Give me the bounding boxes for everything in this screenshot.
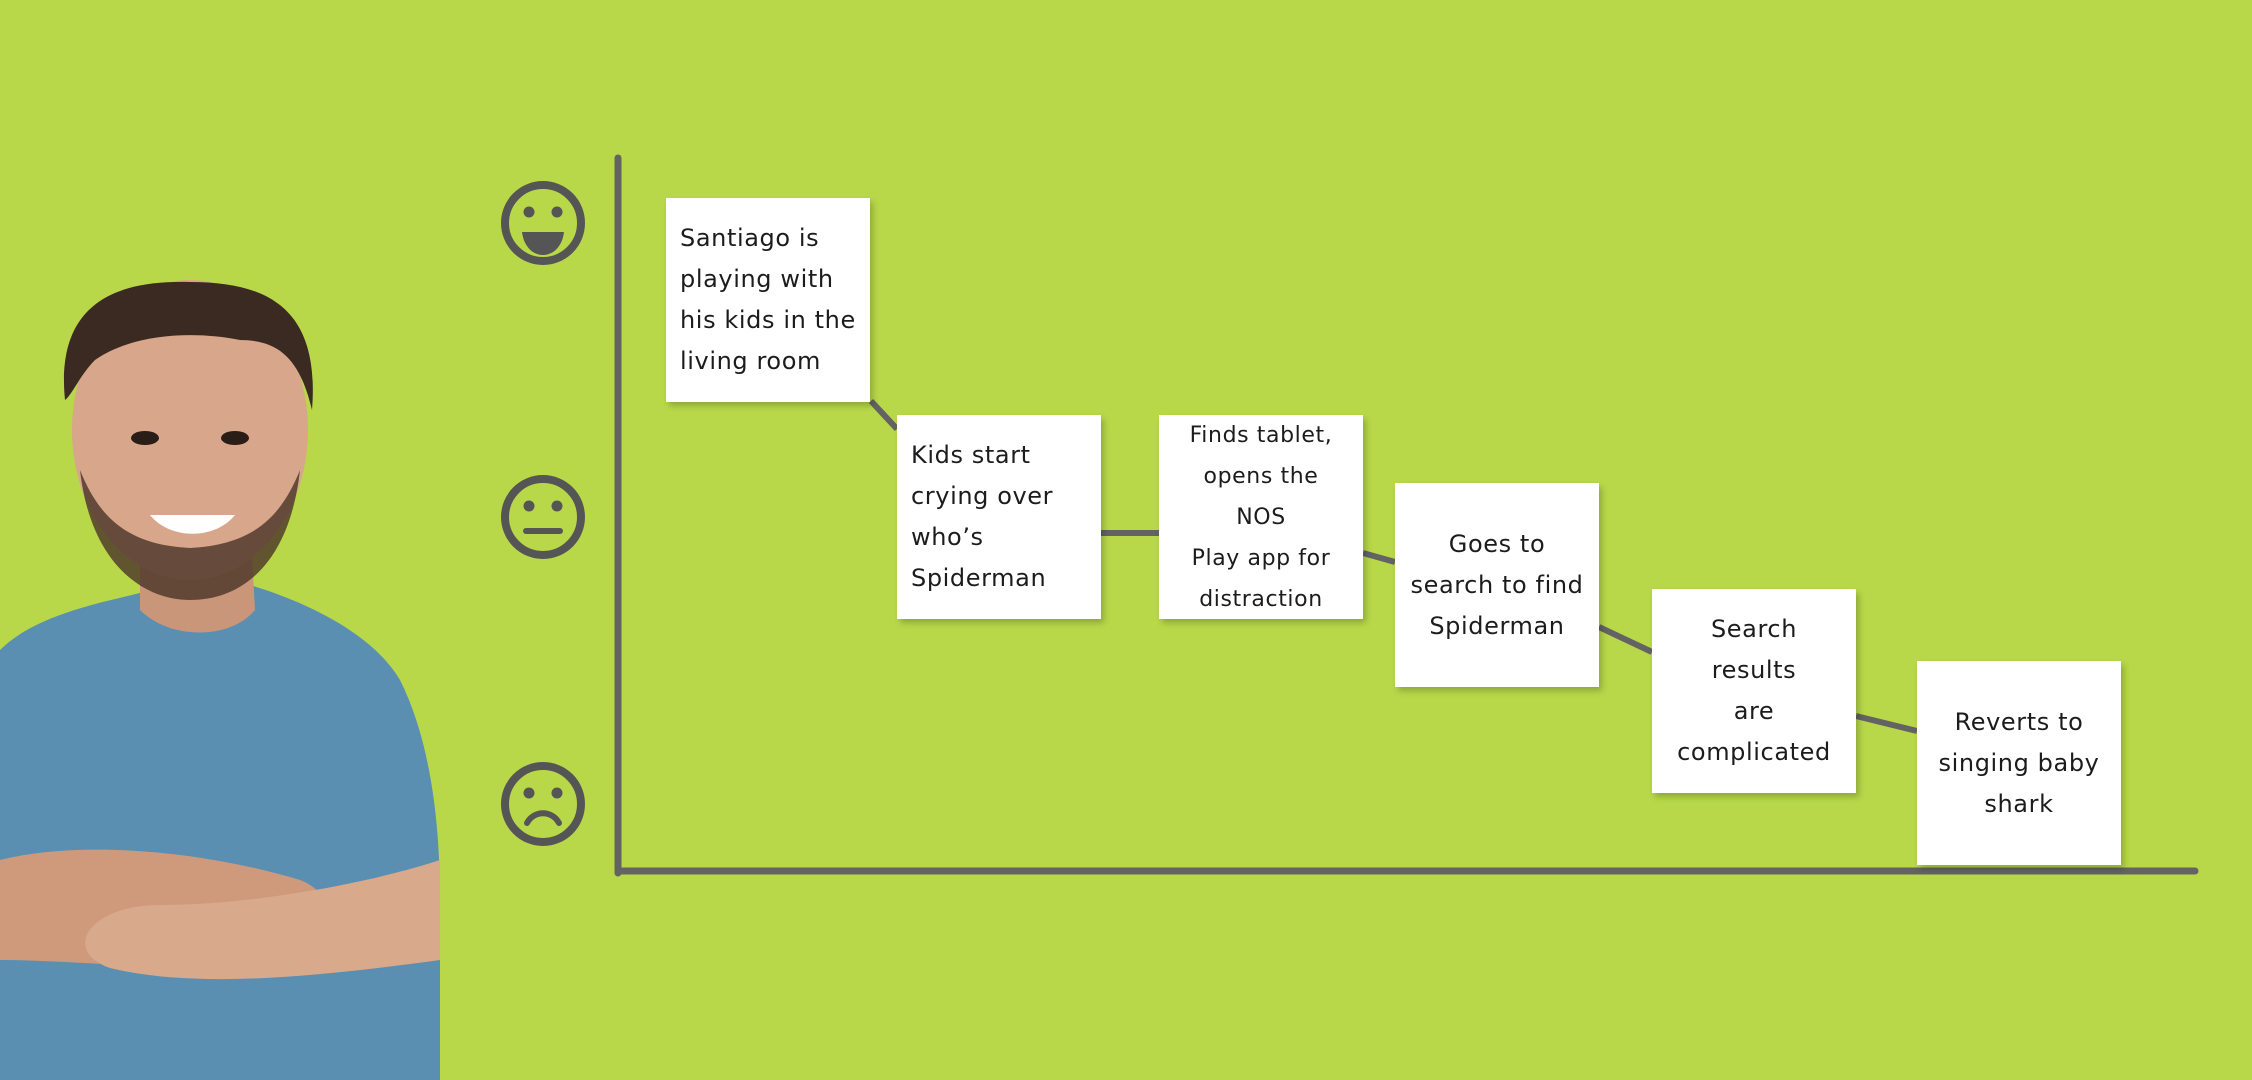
- journey-step-1: Santiago is playing with his kids in the…: [666, 198, 870, 402]
- connector-1: [868, 398, 900, 432]
- journey-step-3: Finds tablet, opens the NOS Play app for…: [1159, 415, 1363, 619]
- person-head: [72, 280, 308, 580]
- journey-step-6-text: Reverts to singing baby shark: [1938, 707, 2100, 818]
- journey-step-6: Reverts to singing baby shark: [1917, 661, 2121, 865]
- person-arm-right: [85, 860, 441, 980]
- frowning-face-icon: [501, 762, 585, 846]
- journey-step-5-text: Search results are complicated: [1677, 615, 1831, 766]
- person-beard: [80, 470, 300, 600]
- journey-step-2-text: Kids start crying over who’s Spiderman: [911, 441, 1054, 592]
- connector-4: [1597, 624, 1654, 655]
- person-illustration: [0, 280, 441, 1080]
- journey-step-4-text: Goes to search to find Spiderman: [1410, 529, 1584, 640]
- journey-step-5: Search results are complicated: [1652, 589, 1856, 793]
- person-hair: [63, 281, 313, 410]
- neutral-face-icon: [501, 475, 585, 559]
- connector-5: [1855, 713, 1918, 734]
- journey-step-1-text: Santiago is playing with his kids in the…: [680, 224, 856, 375]
- person-smile: [150, 515, 235, 534]
- connector-3: [1362, 550, 1396, 565]
- journey-step-2: Kids start crying over who’s Spiderman: [897, 415, 1101, 619]
- journey-step-3-text: Finds tablet, opens the NOS Play app for…: [1189, 422, 1333, 612]
- journey-step-4: Goes to search to find Spiderman: [1395, 483, 1599, 687]
- journey-connectors: [868, 398, 1918, 734]
- smiling-face-icon: [501, 181, 585, 265]
